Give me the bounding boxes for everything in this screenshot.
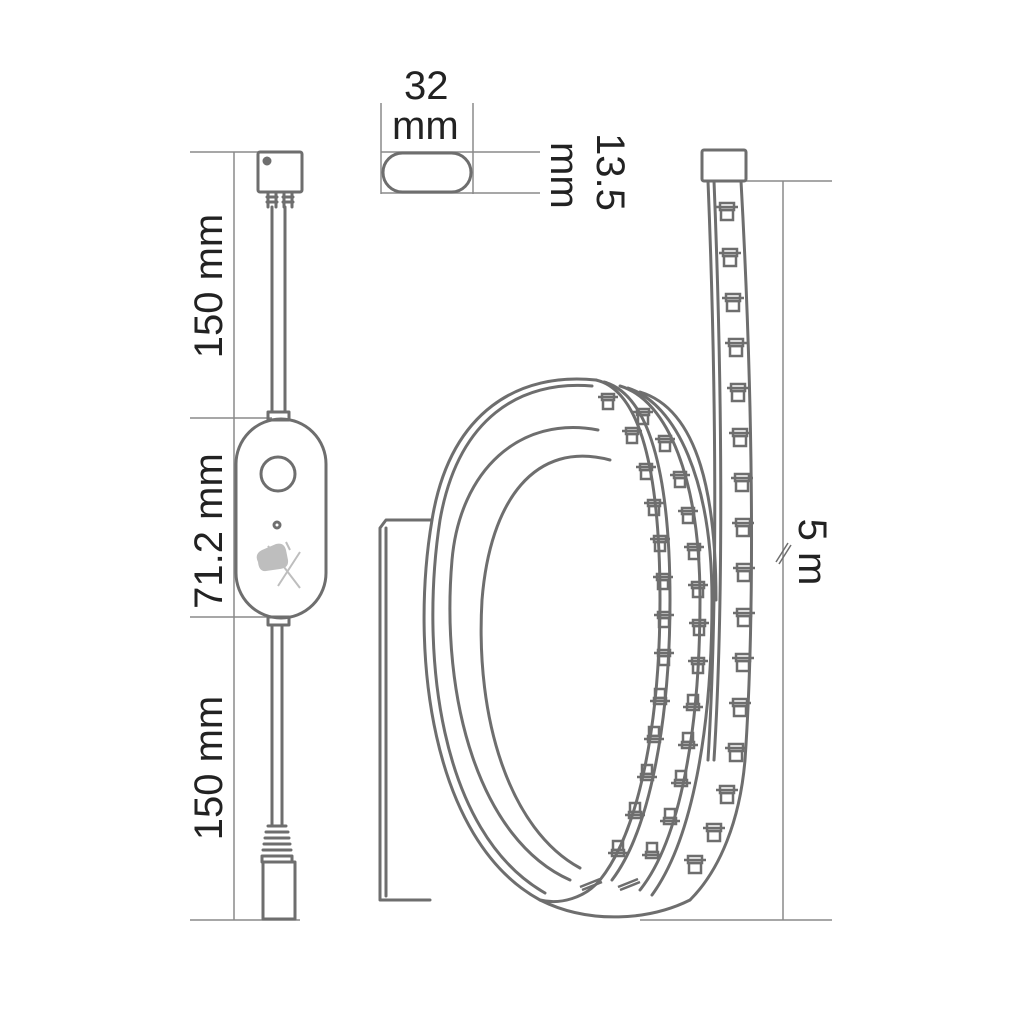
width-value-label: 32 [404,64,449,108]
led-indicator-icon [272,520,282,530]
brand-logo-icon [256,541,301,589]
strip-length-label: 5 m [790,518,834,586]
top-connector-icon [256,150,304,209]
cable-top-length-label: 150 mm [187,213,231,359]
led-strip-view [378,148,832,921]
controller-assembly [190,150,328,921]
led-chips-coil-row-a [579,392,674,892]
led-chips-coil-row-b [617,407,709,892]
thickness-value-label: 13.5 [588,133,632,211]
controller-length-label: 71.2 mm [187,453,231,609]
led-chips-vertical [684,201,755,875]
power-button-icon [259,455,297,493]
strain-relief-icon [260,824,294,864]
strip-end-cap-icon [700,148,748,183]
controller-body [234,417,328,620]
dc-jack-icon [261,860,297,921]
cable-bottom-length-label: 150 mm [187,695,231,841]
width-unit-label: mm [392,104,459,148]
thickness-unit-label: mm [542,142,586,209]
controller-cross-section-shape [381,151,473,194]
cross-section-view [380,103,540,194]
